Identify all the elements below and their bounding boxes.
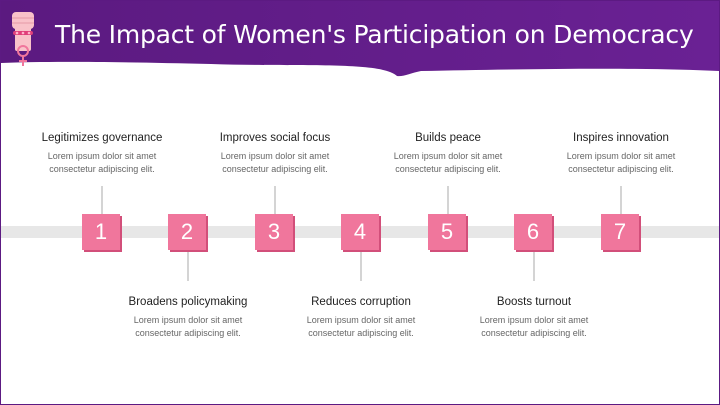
- milestone-desc-line: consectetur adipiscing elit.: [481, 327, 587, 338]
- milestone-desc-line: consectetur adipiscing elit.: [222, 163, 328, 174]
- milestone-desc-line: Lorem ipsum dolor sit amet: [566, 151, 676, 161]
- milestone-desc-line: consectetur adipiscing elit.: [568, 163, 674, 174]
- milestone-desc-line: Lorem ipsum dolor sit amet: [47, 151, 157, 161]
- milestone-title: Inspires innovation: [573, 132, 669, 144]
- milestone-title: Reduces corruption: [311, 296, 411, 308]
- connector-6: [533, 251, 535, 281]
- connector-1: [101, 186, 103, 216]
- milestone-5: Builds peace Lorem ipsum dolor sit amet …: [368, 131, 528, 175]
- step-box-3: 3: [255, 214, 293, 250]
- milestone-desc-line: Lorem ipsum dolor sit amet: [393, 151, 503, 161]
- milestone-title: Legitimizes governance: [41, 132, 163, 144]
- connector-4: [360, 251, 362, 281]
- milestone-4: Reduces corruption Lorem ipsum dolor sit…: [281, 295, 441, 339]
- milestone-desc-line: consectetur adipiscing elit.: [135, 327, 241, 338]
- milestone-title: Boosts turnout: [496, 296, 572, 308]
- step-box-5: 5: [428, 214, 466, 250]
- milestone-desc-line: consectetur adipiscing elit.: [395, 163, 501, 174]
- milestone-desc-line: Lorem ipsum dolor sit amet: [306, 315, 416, 325]
- milestone-3: Improves social focus Lorem ipsum dolor …: [195, 131, 355, 175]
- milestone-title: Builds peace: [415, 132, 481, 144]
- step-box-2: 2: [168, 214, 206, 250]
- milestone-desc-line: Lorem ipsum dolor sit amet: [220, 151, 330, 161]
- milestone-desc-line: consectetur adipiscing elit.: [308, 327, 414, 338]
- milestone-title: Broadens policymaking: [128, 296, 248, 308]
- step-box-6: 6: [514, 214, 552, 250]
- header-band: [1, 1, 719, 77]
- milestone-desc-line: Lorem ipsum dolor sit amet: [479, 315, 589, 325]
- connector-3: [274, 186, 276, 216]
- milestone-2: Broadens policymaking Lorem ipsum dolor …: [108, 295, 268, 339]
- connector-5: [447, 186, 449, 216]
- milestone-6: Boosts turnout Lorem ipsum dolor sit ame…: [454, 295, 614, 339]
- milestone-1: Legitimizes governance Lorem ipsum dolor…: [22, 131, 182, 175]
- page-title: The Impact of Women's Participation on D…: [55, 20, 694, 49]
- step-box-4: 4: [341, 214, 379, 250]
- connector-7: [620, 186, 622, 216]
- milestone-7: Inspires innovation Lorem ipsum dolor si…: [541, 131, 701, 175]
- milestone-title: Improves social focus: [219, 132, 331, 144]
- step-box-7: 7: [601, 214, 639, 250]
- connector-2: [187, 251, 189, 281]
- milestone-desc-line: Lorem ipsum dolor sit amet: [133, 315, 243, 325]
- milestone-desc-line: consectetur adipiscing elit.: [49, 163, 155, 174]
- raised-fist-female-icon: [12, 12, 34, 66]
- step-box-1: 1: [82, 214, 120, 250]
